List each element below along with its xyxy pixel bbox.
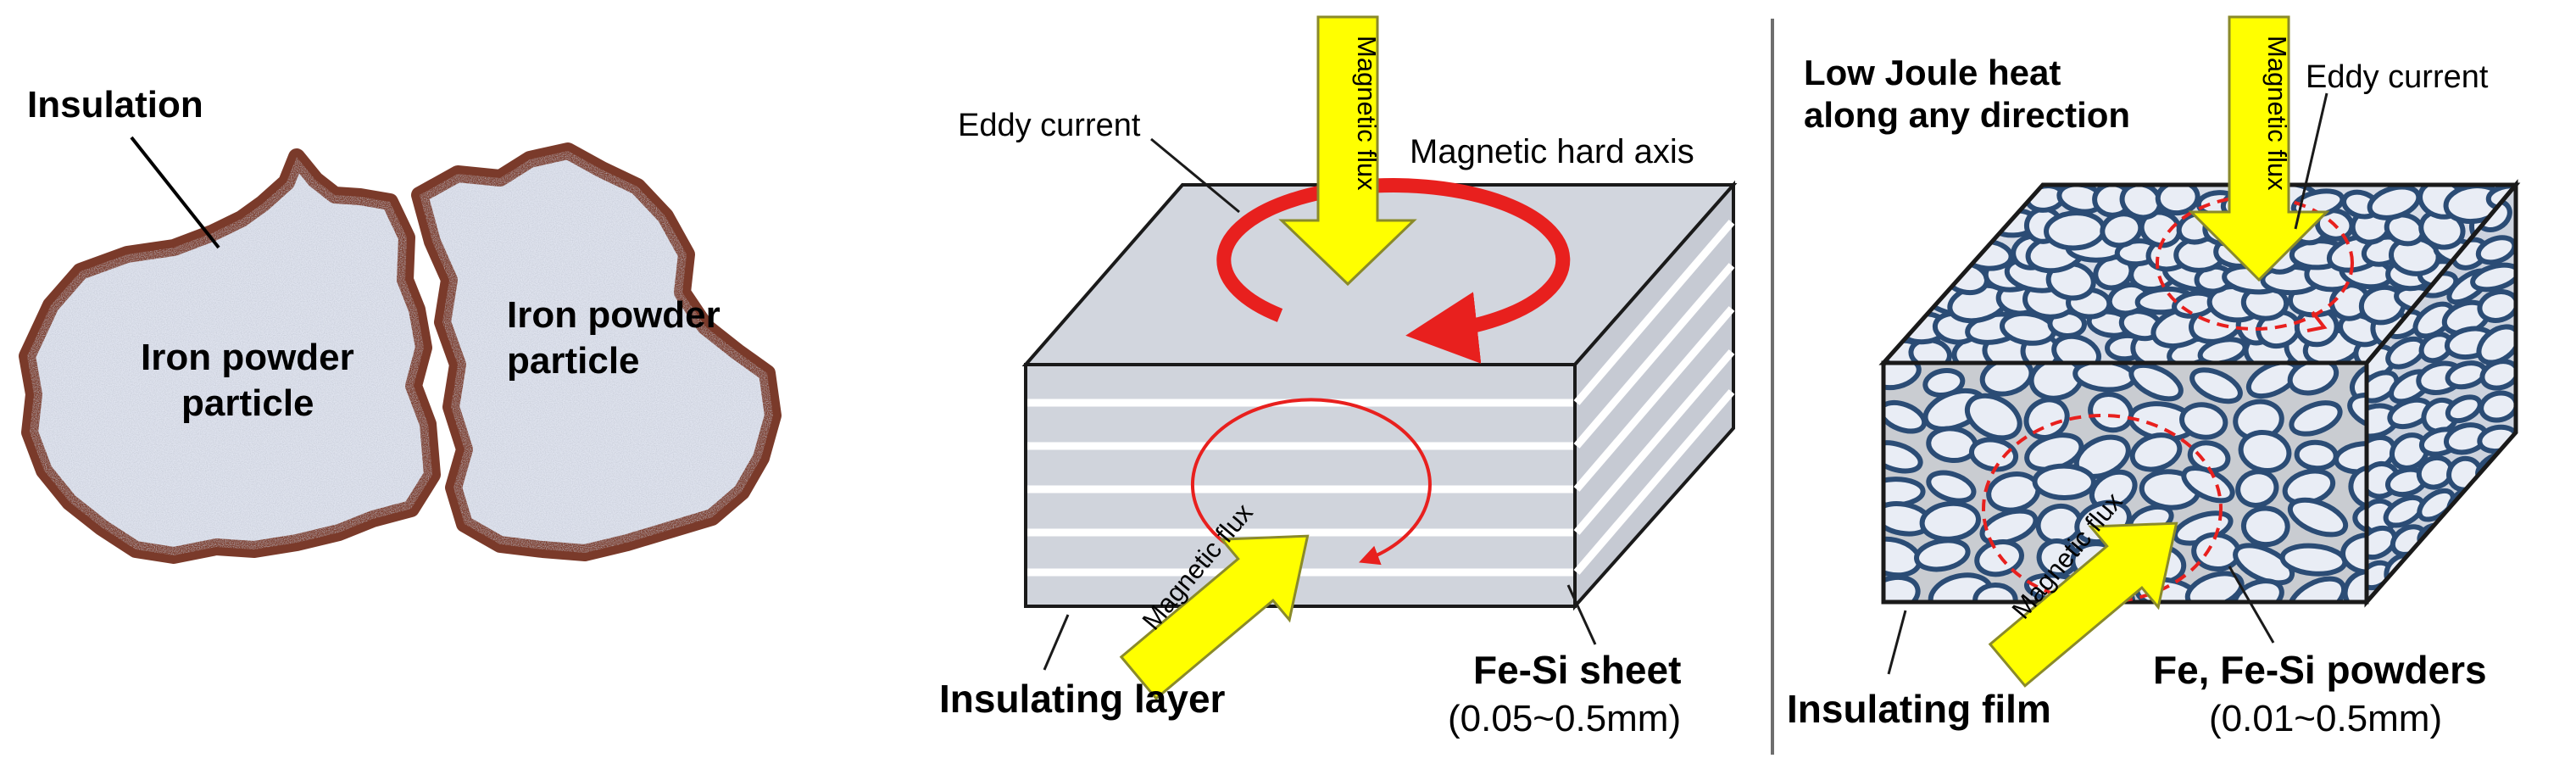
powder-eddy-current-label: Eddy current <box>2306 59 2489 95</box>
particle-a-label-line-2: particle <box>181 382 314 424</box>
powder-grain <box>2032 463 2096 501</box>
particle-b-label-line-1: Iron powder <box>507 294 721 336</box>
powder-core-block <box>1878 15 2521 688</box>
powder-flux-top-label: Magnetic flux <box>2262 36 2292 191</box>
eddy-current-leader-line <box>1150 137 1240 214</box>
powder-size-label: (0.01~0.5mm) <box>2209 698 2442 739</box>
powder-grain <box>2367 370 2400 404</box>
powder-grain <box>2240 505 2290 548</box>
powder-grain <box>2289 400 2343 437</box>
flux-arrow-side <box>1119 534 1310 700</box>
powder-grain <box>1964 393 2022 441</box>
particle-a-texture <box>27 157 432 555</box>
powder-grain <box>2352 501 2367 535</box>
powder-grain <box>2184 571 2245 602</box>
insulating-film-leader-line <box>1887 610 1907 675</box>
powder-grain <box>1883 399 1928 434</box>
powder-eddy-leader-line <box>2294 92 2328 230</box>
dashed-eddy-top <box>2156 195 2354 331</box>
fe-si-sheet-leader-line <box>1566 584 1597 645</box>
laminated-fe-si-block <box>1021 15 1738 700</box>
powder-grain <box>2044 210 2106 251</box>
powder-label: Fe, Fe-Si powders <box>2153 648 2487 692</box>
eddy-current-loop-top <box>1216 178 1571 364</box>
flux-arrow-top <box>1278 15 1417 287</box>
powder-grain <box>1979 363 2034 397</box>
powder-grain <box>1914 538 1971 572</box>
powder-grain <box>2479 359 2516 391</box>
powder-grain <box>2287 497 2349 538</box>
insulating-film-label: Insulating film <box>1787 687 2051 731</box>
flux-top-label: Magnetic flux <box>1352 36 1382 191</box>
eddy-current-label: Eddy current <box>958 108 1141 143</box>
powder-grain <box>1883 574 1921 602</box>
particle-b-label-line-2: particle <box>507 340 640 382</box>
powder-grain <box>2445 394 2483 424</box>
left-panel: Insulation Iron powder particle Iron pow… <box>19 84 782 564</box>
powder-grain <box>2155 185 2200 216</box>
right-panel: Low Joule heat along any direction Eddy … <box>1787 15 2521 739</box>
powder-grain <box>2477 289 2516 323</box>
powder-grain <box>2470 262 2516 293</box>
powder-grain <box>1926 470 1977 504</box>
dashed-eddy-top-arrow <box>2306 310 2328 332</box>
powder-grain <box>2179 402 2228 440</box>
powder-grain <box>2129 432 2183 472</box>
powder-grains-side <box>2367 198 2516 602</box>
fe-si-sheet-label: Fe-Si sheet <box>1473 648 1681 692</box>
powder-grain <box>1979 508 2039 546</box>
powder-flux-arrow-side <box>1988 521 2178 688</box>
powder-grain <box>2232 578 2284 602</box>
particle-b-texture <box>420 151 773 553</box>
powder-grain <box>2128 363 2184 402</box>
powder-grain <box>2235 469 2279 508</box>
powder-leader-line <box>2228 566 2275 644</box>
particle-a-label-line-1: Iron powder <box>141 337 354 378</box>
powder-grain <box>2340 532 2367 575</box>
eddy-current-loop-front <box>1190 398 1432 566</box>
joule-heat-label-line-1: Low Joule heat <box>1804 53 2061 92</box>
fe-si-sheet-thickness: (0.05~0.5mm) <box>1448 698 1681 739</box>
powder-grain <box>2367 525 2398 560</box>
powder-grain <box>2479 390 2516 423</box>
powder-flux-arrow-top <box>2188 15 2330 282</box>
insulating-layer-label: Insulating layer <box>939 677 1226 721</box>
powder-grain <box>2286 576 2347 602</box>
powder-grain <box>2189 367 2243 404</box>
insulating-layer-leader-line <box>1043 614 1070 671</box>
middle-panel: Eddy current Magnetic hard axis Magnetic… <box>939 15 1738 739</box>
powder-grain <box>2347 393 2367 431</box>
insulating-layers <box>1027 220 1735 577</box>
powder-grain <box>1974 539 2024 577</box>
joule-heat-label-line-2: along any direction <box>1804 95 2130 135</box>
insulation-label: Insulation <box>27 84 203 125</box>
powder-grain <box>2287 363 2340 396</box>
powder-grain <box>1968 437 2019 472</box>
powder-grain <box>2233 543 2295 586</box>
insulation-leader-line <box>130 136 220 249</box>
magnetic-hard-axis-label: Magnetic hard axis <box>1410 133 1694 170</box>
powder-grain <box>2294 439 2339 471</box>
powder-grain <box>2476 324 2516 365</box>
